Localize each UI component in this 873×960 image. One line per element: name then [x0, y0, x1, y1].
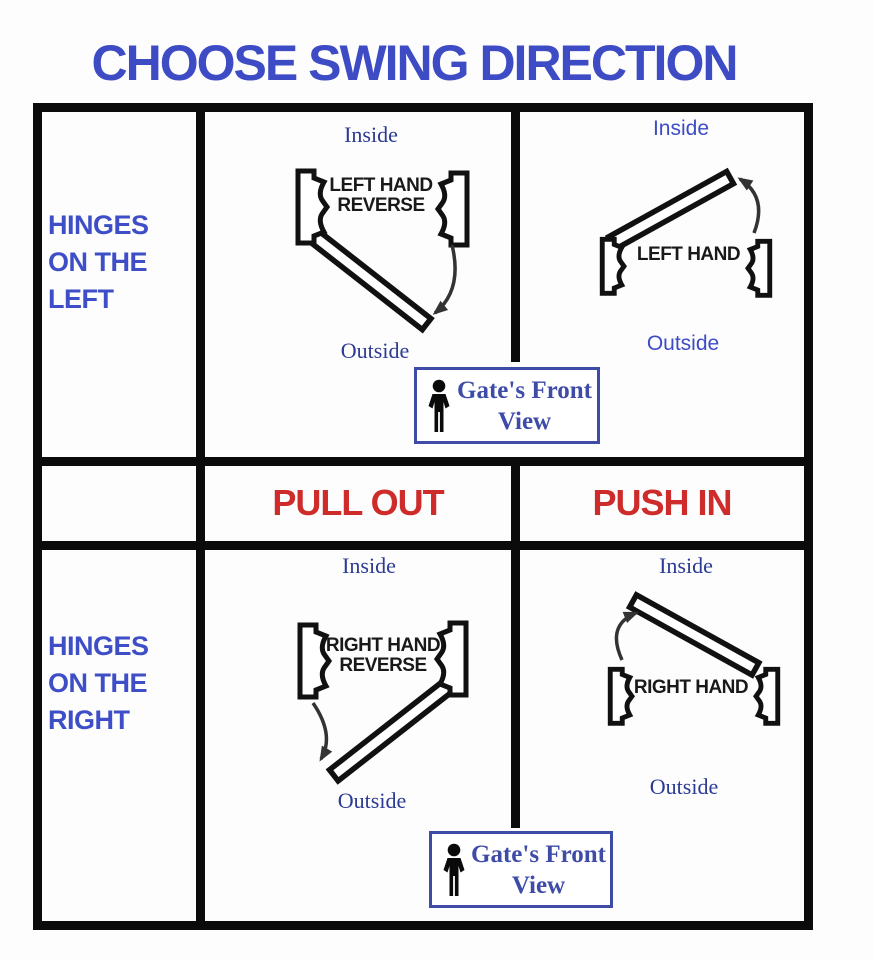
- swing-arrow-icon: [432, 244, 457, 315]
- door-label-right-hand: RIGHT HAND: [633, 677, 749, 698]
- gates-front-view-label: Gate's Front View: [471, 840, 606, 899]
- gate-post-icon: [297, 622, 333, 700]
- gate-post-icon: [434, 170, 470, 248]
- gates-front-view-box: Gate's Front View: [429, 831, 613, 908]
- grid-line-mid-upper: [33, 457, 813, 466]
- gate-post-icon: [433, 620, 469, 698]
- pull-out-label: PULL OUT: [272, 482, 444, 523]
- swing-diagram-left-hand: [599, 167, 773, 298]
- door-label-left-hand-reverse: LEFT HAND REVERSE: [329, 175, 433, 216]
- gates-front-view-box: Gate's Front View: [414, 367, 600, 444]
- hinges-right-label: HINGES ON THE RIGHT: [48, 631, 149, 735]
- grid-line-col1-divider: [196, 103, 205, 930]
- person-icon: [443, 843, 465, 896]
- grid-line-left: [33, 103, 42, 930]
- gate-post-icon: [295, 168, 331, 246]
- outside-label-lhr: Outside: [340, 338, 410, 363]
- gate-bar-icon: [301, 223, 435, 334]
- gate-post-icon: [745, 238, 773, 298]
- gate-bar-icon: [325, 673, 461, 785]
- gates-front-view-label: Gate's Front View: [457, 376, 592, 435]
- swing-diagram-right-hand: [607, 591, 781, 726]
- swing-diagram-right-hand-reverse: [297, 620, 469, 785]
- gate-post-icon: [599, 236, 627, 296]
- page-title: CHOOSE SWING DIRECTION: [91, 35, 739, 91]
- outside-label-lh: Outside: [646, 332, 720, 355]
- door-label-left-hand: LEFT HAND: [636, 244, 741, 265]
- gate-bar-icon: [604, 167, 738, 253]
- gate-bar-icon: [625, 591, 763, 679]
- inside-label-lhr: Inside: [344, 122, 398, 147]
- grid-line-bottom: [33, 921, 813, 930]
- gate-post-icon: [607, 666, 635, 726]
- gate-post-icon: [753, 666, 781, 726]
- swing-arrow-icon: [737, 177, 761, 234]
- grid-line-col2-divider-bottom: [511, 457, 520, 828]
- swing-diagram-left-hand-reverse: [295, 168, 470, 334]
- inside-label-rh: Inside: [659, 553, 713, 578]
- grid-line-right: [804, 103, 813, 930]
- grid-line-mid-lower: [33, 541, 813, 550]
- person-icon: [428, 379, 450, 432]
- hinges-left-label: HINGES ON THE LEFT: [48, 210, 149, 314]
- grid-line-top: [33, 103, 813, 112]
- swing-arrow-icon: [311, 702, 333, 762]
- grid-line-col2-divider-top: [511, 112, 520, 362]
- inside-label-rhr: Inside: [342, 553, 396, 578]
- swing-arrow-icon: [614, 611, 639, 661]
- inside-label-lh: Inside: [652, 117, 710, 140]
- outside-label-rhr: Outside: [337, 788, 407, 813]
- door-label-right-hand-reverse: RIGHT HAND REVERSE: [325, 635, 441, 676]
- push-in-label: PUSH IN: [592, 482, 732, 523]
- outside-label-rh: Outside: [649, 774, 719, 799]
